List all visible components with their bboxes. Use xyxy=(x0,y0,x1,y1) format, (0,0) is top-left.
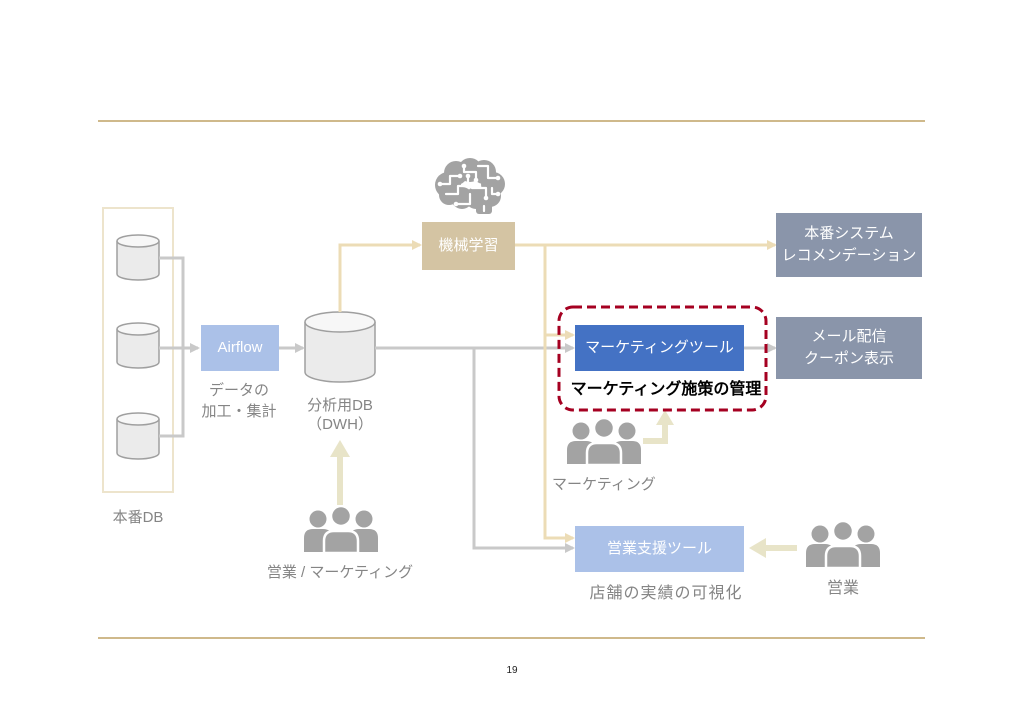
people-group-icon xyxy=(303,505,379,553)
database-icon xyxy=(116,322,160,369)
connector-ml-to-sales-tool xyxy=(543,245,575,543)
sales-support-tool-box: 営業支援ツール xyxy=(575,526,744,572)
airflow-caption-line-2: 加工・集計 xyxy=(201,403,277,420)
actor-marketing-label: マーケティング xyxy=(552,476,656,493)
people-group-icon xyxy=(805,520,881,568)
marketing-highlight-frame xyxy=(557,305,768,412)
actor-sales-label: 営業 xyxy=(826,580,859,597)
airflow-caption: データの 加工・集計 xyxy=(190,380,288,422)
dwh-label: （DWH） xyxy=(307,416,373,433)
analytics-db-icon xyxy=(304,311,376,383)
actor-sales-marketing-label: 営業 / マーケティング xyxy=(266,564,414,581)
coupon-display-label: クーポン表示 xyxy=(803,350,894,367)
mail-delivery-label: メール配信 xyxy=(811,328,887,345)
marketing-highlight-caption: マーケティング施策の管理 xyxy=(570,381,762,398)
database-icon xyxy=(116,412,160,460)
analytics-db-caption: 分析用DB （DWH） xyxy=(285,396,395,434)
sales-support-tool-label: 営業支援ツール xyxy=(606,540,712,557)
source-db-label: 本番DB xyxy=(112,509,164,526)
production-system-box: 本番システム レコメンデーション xyxy=(776,213,922,277)
arrow-sales-marketing-to-dwh xyxy=(330,440,350,505)
mail-delivery-box: メール配信 クーポン表示 xyxy=(776,317,922,379)
database-icon xyxy=(116,234,160,281)
people-group-icon xyxy=(566,417,642,465)
connector-dwh-to-sales-tool xyxy=(472,348,575,553)
analytics-db-label: 分析用DB xyxy=(307,397,373,414)
marketing-tool-label: マーケティングツール xyxy=(585,339,734,356)
arrow-sales-to-sales-tool xyxy=(749,538,797,558)
arrow-marketing-to-marketing-tool xyxy=(643,410,674,444)
ml-box: 機械学習 xyxy=(422,222,515,270)
brain-icon xyxy=(433,158,506,214)
production-system-label: 本番システム xyxy=(804,225,894,242)
sales-support-tool-caption: 店舗の実績の可視化 xyxy=(589,585,743,602)
airflow-box: Airflow xyxy=(201,325,279,371)
ml-label: 機械学習 xyxy=(438,237,499,254)
airflow-caption-line-1: データの xyxy=(208,382,269,399)
airflow-label: Airflow xyxy=(217,339,263,356)
recommendation-label: レコメンデーション xyxy=(781,247,917,264)
connector-dwh-to-ml xyxy=(338,240,422,312)
source-db-frame xyxy=(102,207,174,493)
page-number: 19 xyxy=(506,665,518,676)
marketing-tool-box: マーケティングツール xyxy=(575,325,744,371)
